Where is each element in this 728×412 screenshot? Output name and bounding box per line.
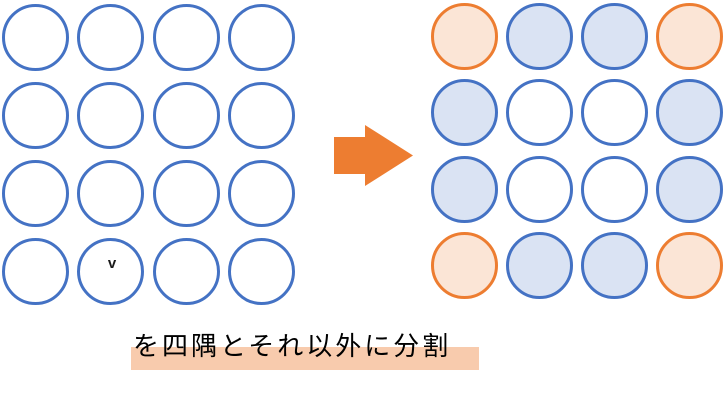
circle-plain xyxy=(153,238,220,305)
circle-edge xyxy=(656,79,723,146)
circle-edge xyxy=(506,3,573,70)
circle-plain xyxy=(228,4,295,71)
circle-inner xyxy=(506,156,573,223)
caption-text: を四隅とそれ以外に分割 xyxy=(133,331,452,361)
circle-plain xyxy=(228,82,295,149)
circle-edge xyxy=(581,232,648,299)
circle-inner xyxy=(581,79,648,146)
circle-plain xyxy=(228,160,295,227)
circle-plain xyxy=(2,238,69,305)
right-block-arrow-icon xyxy=(334,125,413,186)
circle-plain xyxy=(77,4,144,71)
circle-plain xyxy=(2,82,69,149)
circle-plain xyxy=(153,4,220,71)
circle-edge xyxy=(506,232,573,299)
circle-corner xyxy=(656,3,723,70)
caption-highlight xyxy=(131,347,479,370)
arrow-shape xyxy=(334,125,413,186)
circle-plain xyxy=(153,82,220,149)
circle-corner xyxy=(431,232,498,299)
circle-plain xyxy=(153,160,220,227)
circle-corner xyxy=(431,3,498,70)
circle-corner xyxy=(656,232,723,299)
circle-plain xyxy=(2,160,69,227)
circle-edge xyxy=(581,3,648,70)
circle-edge xyxy=(431,156,498,223)
circle-plain xyxy=(77,238,144,305)
circle-edge xyxy=(656,156,723,223)
circle-plain xyxy=(77,160,144,227)
v-marker: v xyxy=(107,255,117,272)
circle-inner xyxy=(506,79,573,146)
circle-plain xyxy=(228,238,295,305)
circle-edge xyxy=(431,79,498,146)
circle-plain xyxy=(77,82,144,149)
circle-plain xyxy=(2,4,69,71)
circle-inner xyxy=(581,156,648,223)
